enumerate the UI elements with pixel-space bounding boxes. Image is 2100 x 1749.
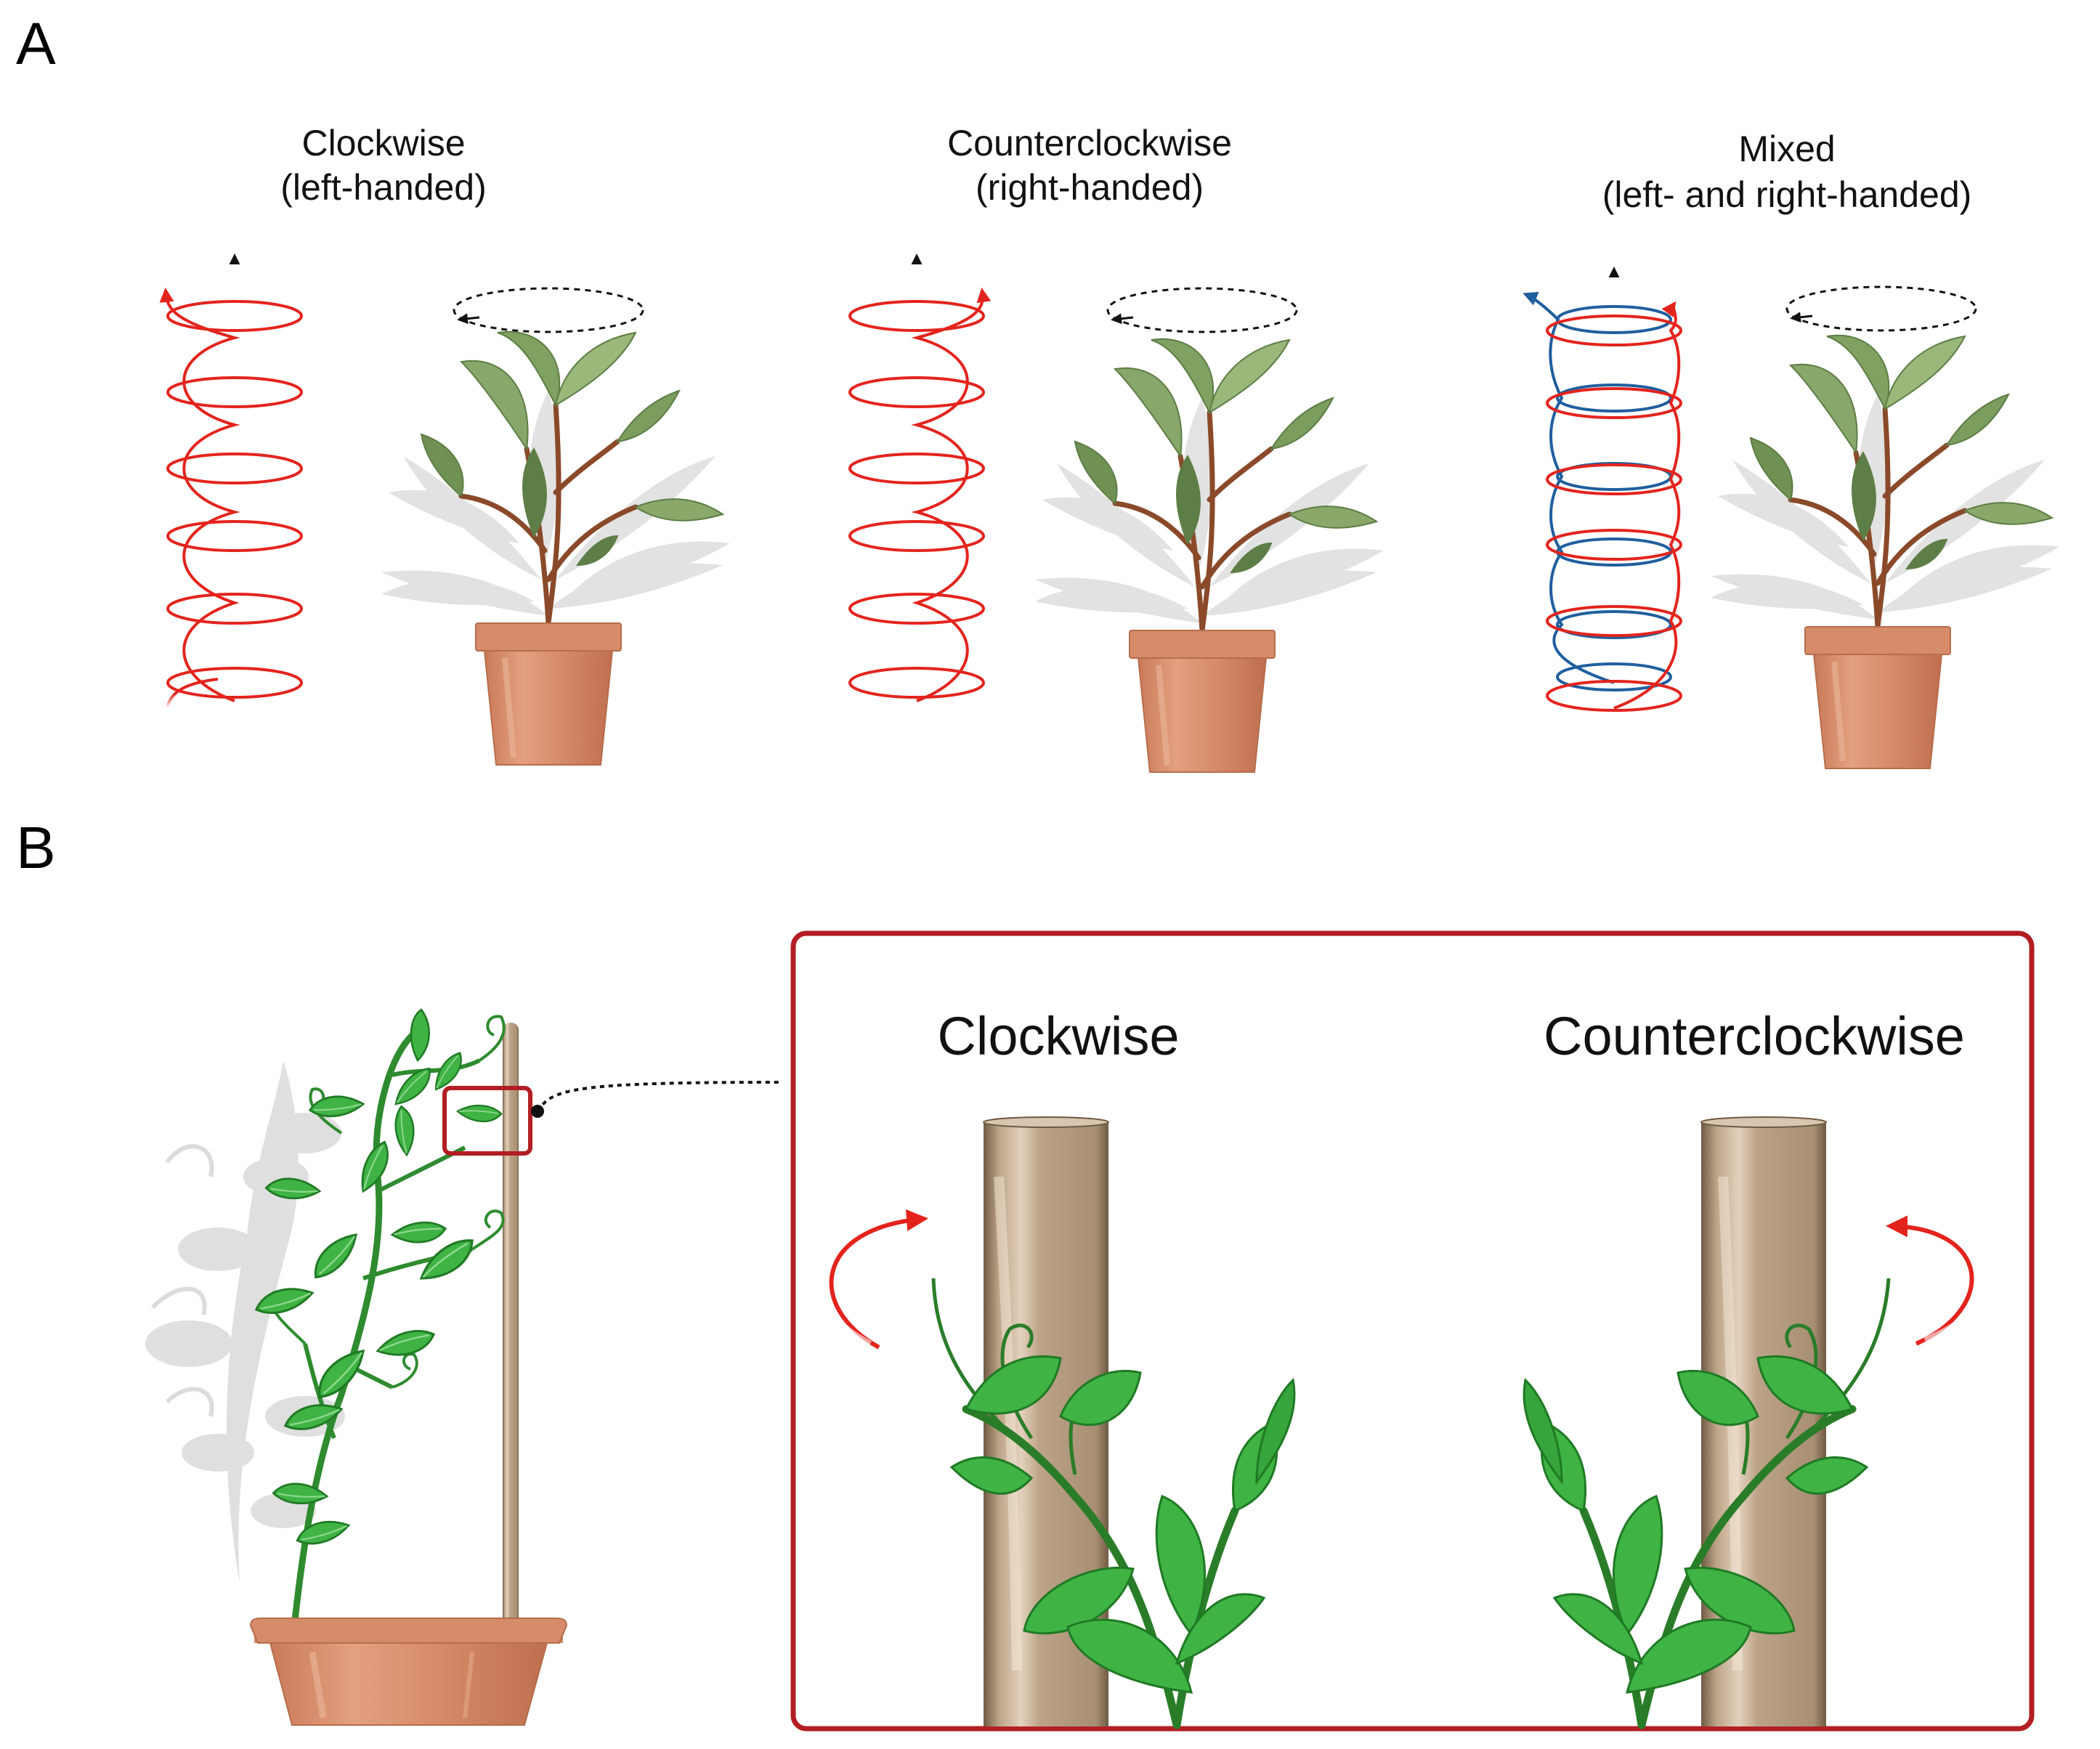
inset-label-clockwise: Clockwise <box>937 1006 1179 1066</box>
helix-red-strand <box>1613 301 1681 710</box>
rotation-indicator-counterclockwise <box>1106 287 1298 333</box>
trough-pot <box>249 1618 568 1726</box>
panel-letter-b: B <box>16 815 56 881</box>
rotation-arrow-clockwise <box>829 1209 928 1350</box>
pea-shoot-counterclockwise <box>1523 1278 1891 1729</box>
potted-plant-clockwise <box>381 332 730 765</box>
helix-red-coils <box>1546 315 1682 712</box>
zoom-region-box <box>442 1086 532 1156</box>
support-stake <box>503 1023 519 1626</box>
inset-label-counterclockwise: Counterclockwise <box>1544 1006 1965 1066</box>
potted-plant-counterclockwise <box>1035 339 1384 772</box>
pea-shoot-clockwise <box>931 1278 1296 1729</box>
helix-diagram-mixed <box>1523 267 1682 813</box>
helix-back-strand <box>159 288 240 702</box>
panel-a-column-titles: Clockwise (left-handed) Counterclockwise… <box>280 123 1971 215</box>
helix-diagram-clockwise <box>159 253 303 806</box>
helix-front-strand <box>911 288 992 702</box>
rotation-indicator-clockwise <box>453 287 644 333</box>
potted-plant-mixed <box>1711 336 2059 768</box>
helix-coils <box>166 300 303 699</box>
pea-plant-illustration <box>145 1008 568 1726</box>
column-subtitle-left-handed: (left-handed) <box>280 167 487 208</box>
rotation-indicator-mixed <box>1785 285 1977 332</box>
helix-coils <box>848 300 985 699</box>
column-title-mixed: Mixed <box>1738 129 1835 169</box>
panel-letter-a: A <box>16 11 56 77</box>
helix-diagram-counterclockwise <box>848 253 992 806</box>
rotation-arrow-counterclockwise <box>1886 1215 1974 1346</box>
inset-twining-detail: Clockwise Counterclockwise <box>790 930 2035 1732</box>
column-title-counterclockwise: Counterclockwise <box>947 123 1232 163</box>
column-subtitle-mixed: (left- and right-handed) <box>1602 174 1972 215</box>
column-subtitle-right-handed: (right-handed) <box>976 167 1204 208</box>
column-title-clockwise: Clockwise <box>301 123 465 163</box>
callout-connector <box>536 1081 782 1113</box>
